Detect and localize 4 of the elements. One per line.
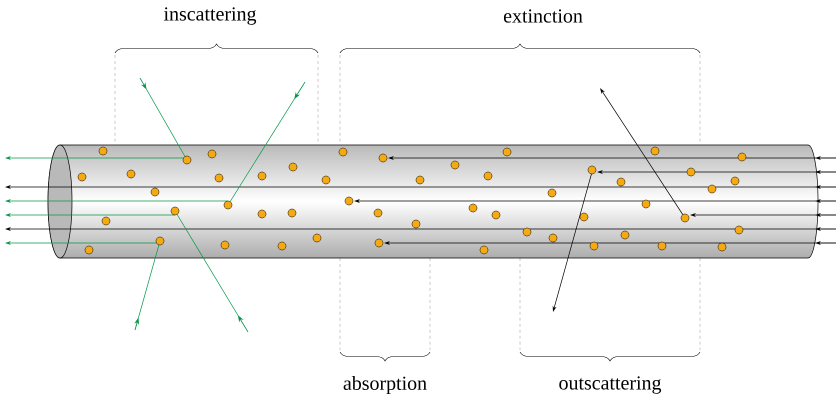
caption-text: inscattering <box>164 7 256 25</box>
caption-text: absorption <box>344 376 427 394</box>
caption-text: outscattering <box>559 376 662 394</box>
caption-text: extinction <box>504 9 583 23</box>
